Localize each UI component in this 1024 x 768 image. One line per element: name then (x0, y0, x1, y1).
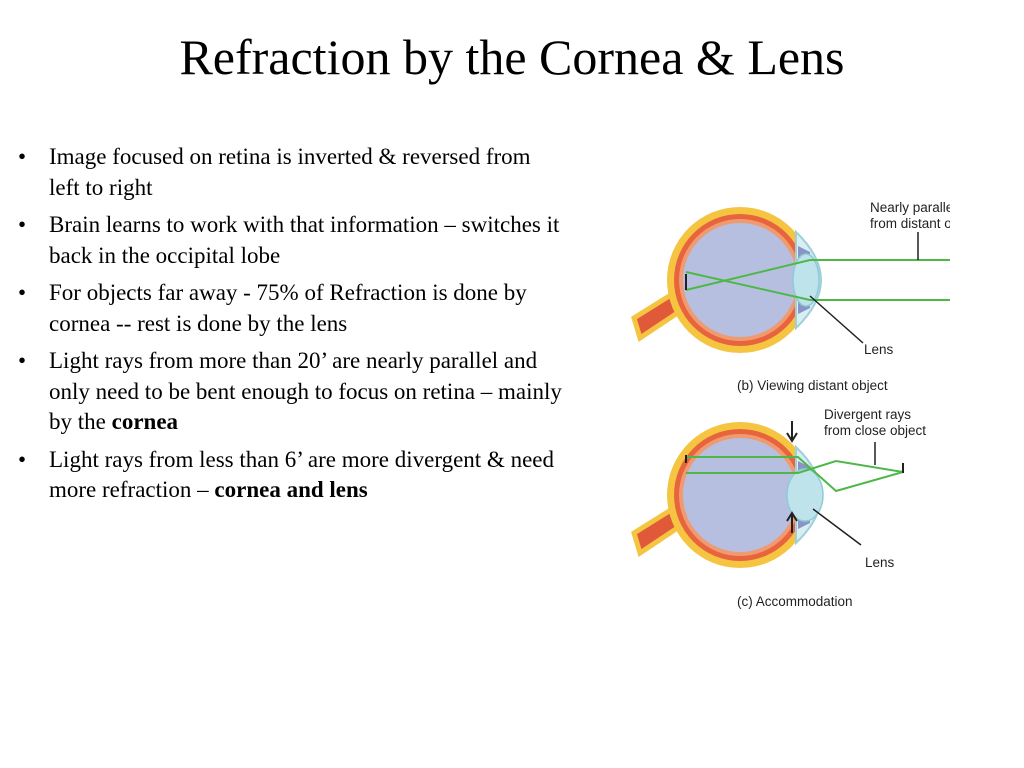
panel-caption: (c) Accommodation (737, 594, 853, 609)
bullet-icon: • (18, 212, 27, 237)
slide-title: Refraction by the Cornea & Lens (179, 29, 845, 85)
panel-distant-object: Nearly parallel rays from distant object… (631, 200, 950, 393)
bullet-item: • Brain learns to work with that informat… (18, 210, 563, 271)
ciliary-contraction-arrow-bottom (786, 511, 798, 533)
vitreous-body (683, 438, 797, 552)
light-rays (685, 259, 950, 301)
eyeball-diagram (631, 422, 824, 568)
panel-accommodation: Divergent rays from close object Lens (c… (631, 407, 926, 609)
bullet-icon: • (18, 446, 27, 472)
bullet-icon: • (18, 280, 27, 305)
rays-label-line-1: Nearly parallel rays (870, 200, 950, 215)
lens (786, 468, 824, 522)
bullet-icon: • (18, 144, 27, 169)
bullet-item: • For objects far away - 75% of Refractio… (18, 278, 563, 339)
panel-caption: (b) Viewing distant object (737, 378, 888, 393)
bullet-bold-text: cornea and lens (214, 477, 368, 502)
light-rays (686, 456, 904, 493)
lens (792, 253, 820, 307)
rays-label-line-1: Divergent rays (824, 407, 911, 422)
ciliary-contraction-arrow-top (786, 421, 798, 443)
eyeball-diagram (631, 207, 822, 353)
bullet-item: • Light rays from more than 20’ are nearl… (18, 346, 563, 438)
bullet-text: For objects far away - 75% of Refraction… (49, 280, 527, 336)
eye-refraction-figure: Nearly parallel rays from distant object… (631, 200, 950, 609)
bullet-icon: • (18, 348, 27, 373)
bullet-text: Brain learns to work with that informati… (49, 212, 560, 268)
lens-label: Lens (864, 342, 894, 357)
bullet-text: Image focused on retina is inverted & re… (49, 144, 531, 200)
bullet-list: • Image focused on retina is inverted & r… (18, 142, 563, 513)
rays-label-line-2: from distant object (870, 216, 950, 231)
lens-pointer-line (812, 508, 862, 546)
bullet-text: Light rays from more than 20’ are nearly… (49, 348, 562, 434)
lens-pointer-line (809, 295, 864, 344)
bullet-item: • Light rays from less than 6’ are more d… (18, 445, 563, 506)
vitreous-body (683, 223, 797, 337)
bullet-item: • Image focused on retina is inverted & r… (18, 142, 563, 203)
lens-label: Lens (865, 555, 895, 570)
rays-label-line-2: from close object (824, 423, 926, 438)
bullet-bold-text: cornea (111, 409, 179, 434)
bullet-text: Light rays from less than 6’ are more di… (49, 446, 554, 503)
